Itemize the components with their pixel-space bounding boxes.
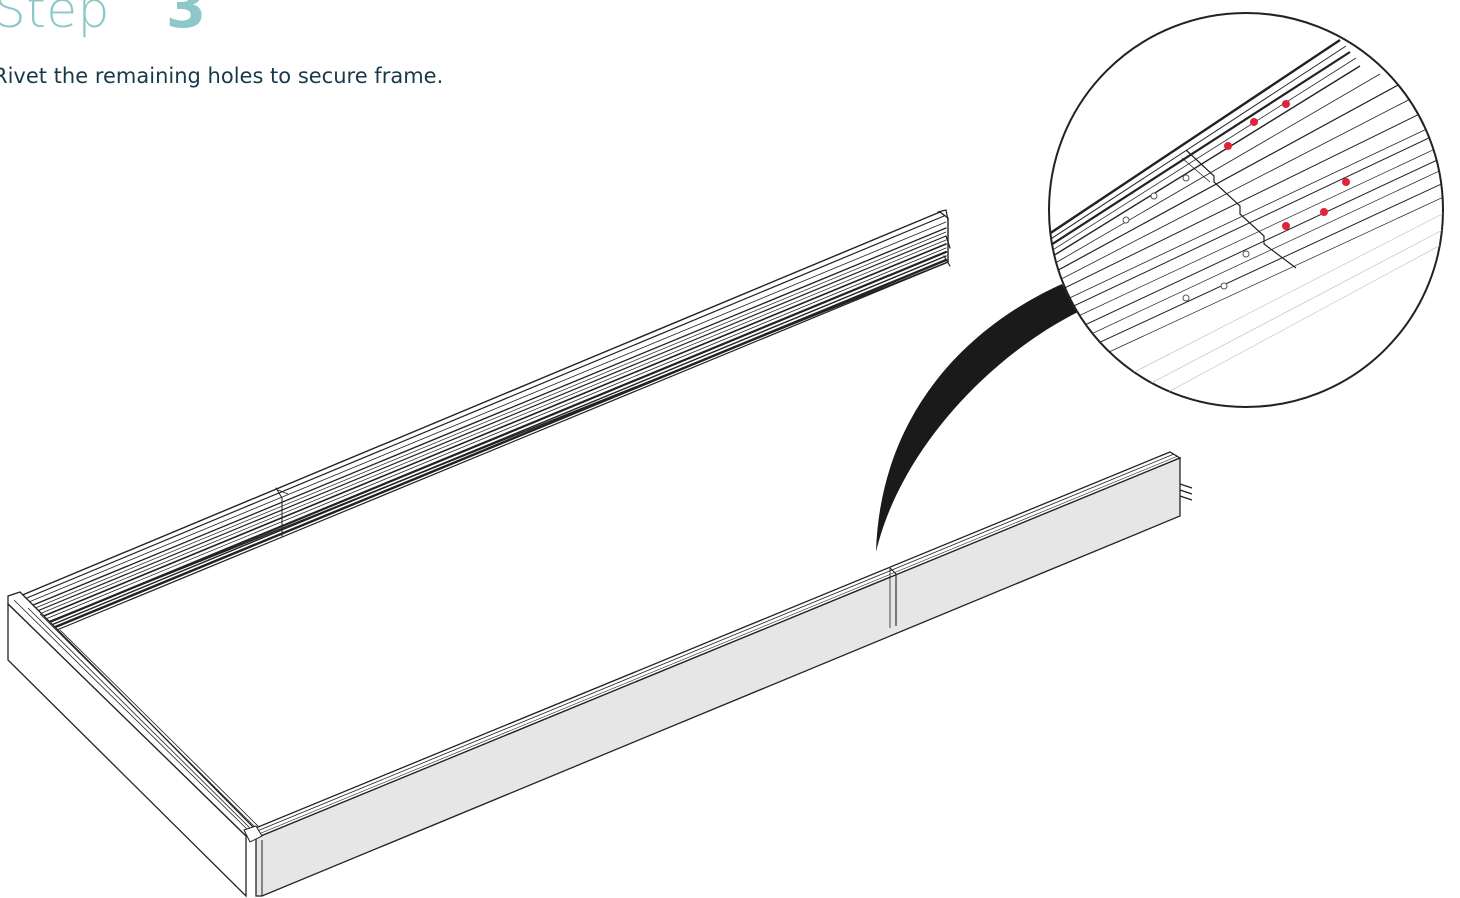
step-number: 3 (165, 0, 207, 41)
rivets-remaining (1224, 100, 1350, 230)
step-word: Step (0, 0, 110, 39)
left-end-rail (7, 591, 263, 898)
back-rail (19, 209, 951, 633)
instruction-text: Rivet the remaining holes to secure fram… (0, 64, 444, 88)
front-rail (243, 451, 1193, 897)
detail-magnifier (1048, 12, 1444, 408)
rivets-installed (1122, 174, 1250, 302)
callout-leader (876, 284, 1078, 552)
